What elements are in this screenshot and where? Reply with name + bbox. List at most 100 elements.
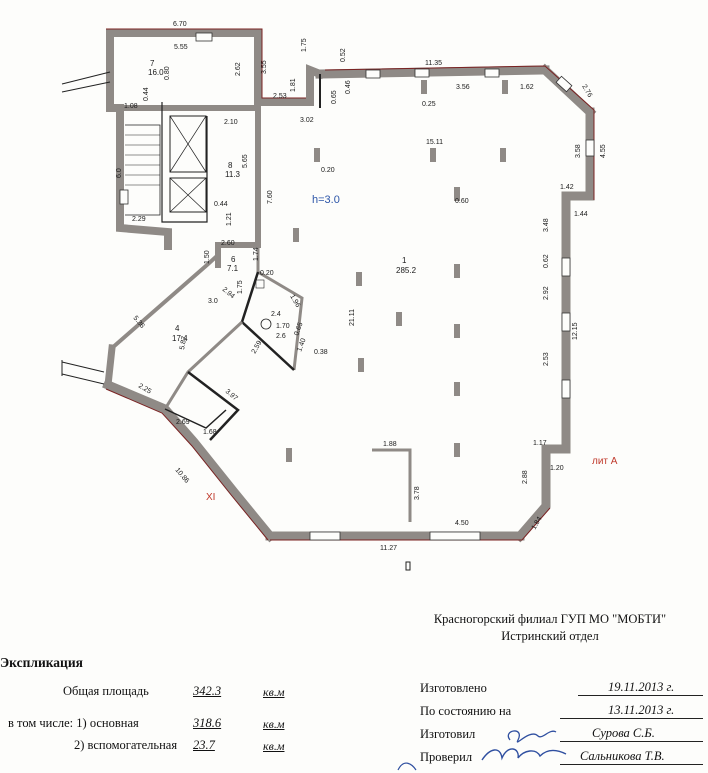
dim-label: 1.42 bbox=[560, 184, 574, 191]
room-labels: 7 16.0 8 11.3 1 285.2 6 7.1 4 17.4 h=3.0… bbox=[148, 59, 618, 503]
dim-label: 1.81 bbox=[290, 78, 297, 92]
room-area: 17.4 bbox=[172, 334, 188, 343]
dim-label: 3.02 bbox=[300, 117, 314, 124]
interior-walls bbox=[125, 74, 412, 522]
dim-label: 5.55 bbox=[174, 44, 188, 51]
dim-label: 3.55 bbox=[261, 60, 268, 74]
underline bbox=[578, 695, 703, 696]
made-date: 19.11.2013 г. bbox=[608, 680, 675, 694]
dim-label: 6.70 bbox=[173, 21, 187, 28]
floor-plan: 7 16.0 8 11.3 1 285.2 6 7.1 4 17.4 h=3.0… bbox=[61, 21, 618, 571]
dim-label: 3.58 bbox=[575, 144, 582, 158]
dimension-labels: 6.70 5.55 2.62 3.55 1.75 0.52 11.35 1.81… bbox=[116, 21, 607, 552]
dim-label: 1.75 bbox=[237, 280, 244, 294]
organization-header: Красногорский филиал ГУП МО "МОБТИ" Истр… bbox=[400, 611, 700, 645]
dim-label: 3.78 bbox=[414, 486, 421, 500]
dim-label: 2.76 bbox=[580, 84, 593, 99]
dim-label: 0.46 bbox=[345, 80, 352, 94]
room-area: 285.2 bbox=[396, 266, 417, 275]
room-number: 8 bbox=[228, 161, 233, 170]
checker-name: Сальникова Т.В. bbox=[580, 749, 665, 763]
dim-label: 2.88 bbox=[522, 470, 529, 484]
underline bbox=[560, 741, 703, 742]
dim-label: 1.08 bbox=[124, 103, 138, 110]
explication-title: Экспликация bbox=[0, 655, 83, 670]
exterior-walls bbox=[102, 29, 597, 543]
handwritten-signatures bbox=[397, 730, 567, 771]
state-label: По состоянию на bbox=[420, 704, 512, 718]
main-area-label: в том числе: 1) основная bbox=[8, 716, 139, 730]
dim-label: 1.21 bbox=[226, 212, 233, 226]
dim-label: 2.4 bbox=[271, 311, 281, 318]
dim-label: 2.60 bbox=[221, 240, 235, 247]
dim-label: 2.53 bbox=[543, 352, 550, 366]
dim-label: 1.68 bbox=[203, 429, 217, 436]
dim-label: 2.59 bbox=[251, 340, 264, 355]
dim-label: 0.38 bbox=[314, 349, 328, 356]
dim-label: 0.60 bbox=[455, 198, 469, 205]
dim-label: 11.27 bbox=[380, 545, 397, 552]
total-area-value: 342.3 bbox=[193, 684, 222, 698]
aux-area-value: 23.7 bbox=[193, 738, 215, 752]
entrance-stubs bbox=[61, 71, 411, 571]
dim-label: 3.48 bbox=[543, 218, 550, 232]
main-area-value: 318.6 bbox=[193, 716, 222, 730]
dim-label: 2.29 bbox=[132, 216, 146, 223]
dim-label: 0.80 bbox=[164, 66, 171, 80]
dim-label: 11.35 bbox=[425, 60, 442, 67]
dim-label: 1.88 bbox=[383, 441, 397, 448]
org-name: Красногорский филиал ГУП МО "МОБТИ" bbox=[433, 612, 667, 626]
room-area: 16.0 bbox=[148, 68, 164, 77]
room-area: 11.3 bbox=[225, 170, 241, 179]
dim-label: 1.74 bbox=[253, 247, 260, 261]
dim-label: 1.70 bbox=[276, 323, 290, 330]
dim-label: 1.40 bbox=[296, 337, 307, 352]
state-date: 13.11.2013 г. bbox=[608, 703, 675, 717]
dim-label: 3.0 bbox=[208, 298, 218, 305]
ceiling-height: h=3.0 bbox=[312, 194, 340, 206]
underline bbox=[560, 718, 703, 719]
dim-label: 0.52 bbox=[340, 48, 347, 62]
dim-label: 0.62 bbox=[543, 254, 550, 268]
dim-label: 2.94 bbox=[221, 286, 236, 300]
unit-label: кв.м bbox=[263, 739, 285, 753]
checker-label: Проверил bbox=[420, 750, 473, 764]
dim-label: 12.15 bbox=[572, 322, 579, 340]
unit-label: кв.м bbox=[263, 685, 285, 699]
made-label: Изготовлено bbox=[420, 681, 487, 695]
room-area: 7.1 bbox=[227, 264, 239, 273]
dim-label: 21.11 bbox=[349, 309, 356, 326]
dim-label: 0.65 bbox=[293, 321, 304, 336]
aux-area-label: 2) вспомогательная bbox=[74, 738, 178, 752]
columns bbox=[286, 80, 508, 462]
unit-label: кв.м bbox=[263, 717, 285, 731]
dim-label: 4.50 bbox=[455, 520, 469, 527]
dim-label: 7.60 bbox=[267, 190, 274, 204]
dim-label: 1.44 bbox=[574, 211, 588, 218]
dim-label: 5.87 bbox=[179, 336, 188, 351]
building-letter: лит А bbox=[592, 456, 618, 467]
room-number: 4 bbox=[175, 324, 180, 333]
dim-label: 0.44 bbox=[214, 201, 228, 208]
dim-label: 0.20 bbox=[321, 167, 335, 174]
room-number: 1 bbox=[402, 256, 407, 265]
dim-label: 4.55 bbox=[600, 144, 607, 158]
dim-label: 1.20 bbox=[550, 465, 564, 472]
dim-label: 1.62 bbox=[520, 84, 534, 91]
maker-name: Сурова С.Б. bbox=[592, 726, 655, 740]
dim-label: 2.62 bbox=[235, 62, 242, 76]
dim-label: 10.86 bbox=[173, 467, 190, 485]
dim-label: 0.65 bbox=[331, 90, 338, 104]
dim-label: 5.65 bbox=[242, 154, 249, 168]
dim-label: 0.20 bbox=[260, 270, 274, 277]
room-number: 7 bbox=[150, 59, 155, 68]
room-number: 6 bbox=[231, 255, 236, 264]
dim-label: 2.92 bbox=[543, 286, 550, 300]
dim-label: 0.44 bbox=[143, 87, 150, 101]
section-mark: XI bbox=[206, 492, 215, 503]
underline bbox=[560, 764, 703, 765]
dim-label: 2.69 bbox=[176, 419, 190, 426]
dim-label: 15.11 bbox=[426, 139, 443, 146]
dim-label: 1.17 bbox=[533, 440, 547, 447]
dim-label: 2.6 bbox=[276, 333, 286, 340]
